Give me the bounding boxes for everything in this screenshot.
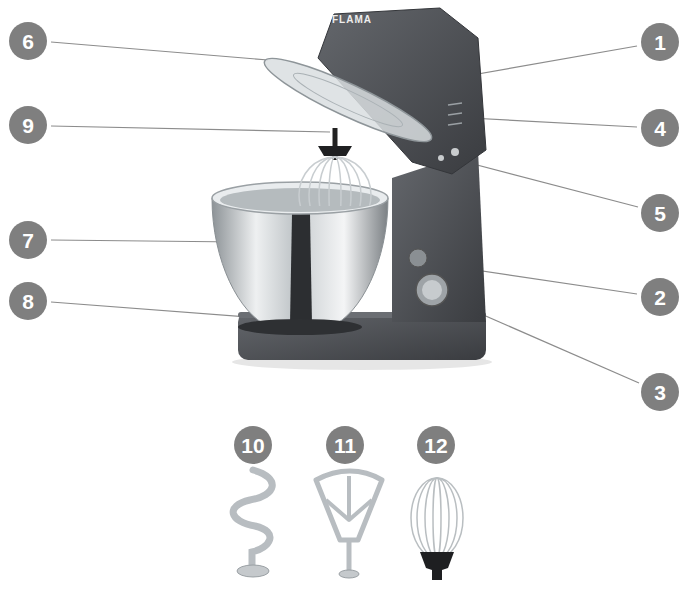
balloon-whisk	[411, 478, 463, 580]
control-button	[451, 148, 459, 156]
bowl-seat	[238, 319, 362, 335]
brand-label: FLAMA	[332, 15, 372, 25]
callout-number: 10	[234, 426, 272, 464]
splash-lid	[258, 47, 438, 154]
speed-knob	[416, 274, 448, 306]
tilt-button	[409, 249, 427, 267]
callout-number: 4	[641, 109, 679, 147]
dough-hook	[233, 470, 272, 577]
mixer-column	[392, 150, 486, 322]
callout-number: 8	[9, 282, 47, 320]
mixing-bowl	[212, 198, 388, 326]
lid-rim	[290, 66, 406, 133]
callout-number: 1	[641, 23, 679, 61]
callout-number: 7	[9, 221, 47, 259]
bowl-reflection	[290, 214, 312, 324]
leader-lines	[51, 42, 639, 383]
callout-number: 6	[9, 22, 47, 60]
callout-number: 11	[326, 426, 364, 464]
callout-number: 12	[417, 426, 455, 464]
callout-number: 3	[641, 373, 679, 411]
control-button	[438, 155, 444, 161]
flat-beater	[316, 471, 382, 578]
whisk	[299, 157, 371, 206]
callout-number: 5	[641, 194, 679, 232]
knob-center	[422, 280, 442, 300]
callout-number: 9	[9, 106, 47, 144]
callout-number: 2	[641, 278, 679, 316]
